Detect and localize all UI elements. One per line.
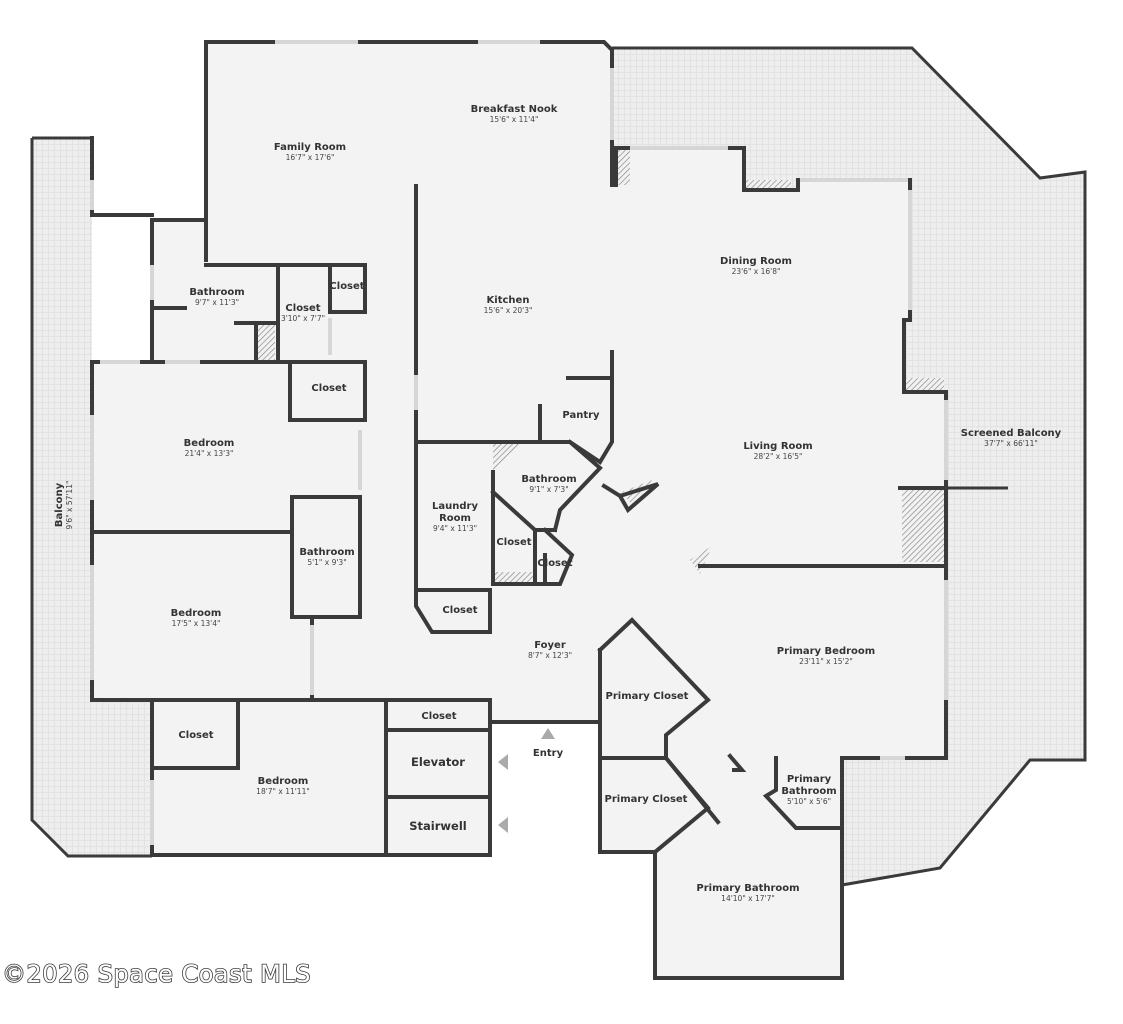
breakfast-nook-dims: 15'6" x 11'4" <box>490 115 539 124</box>
bedroom-2-label: Bedroom <box>171 608 222 619</box>
elevator-arrow-icon <box>498 754 508 770</box>
bedroom-1-dims: 21'4" x 13'3" <box>185 449 234 458</box>
laundry-room-dims: 9'4" x 11'3" <box>433 524 477 533</box>
hatch-fixture <box>493 444 520 472</box>
interior-floor <box>92 42 946 978</box>
laundry-room-label: Laundry <box>432 501 478 512</box>
kitchen-label: Kitchen <box>487 295 530 306</box>
primary-bathroom-small-dims: 5'10" x 5'6" <box>787 797 831 806</box>
primary-bedroom-label: Primary Bedroom <box>777 646 875 657</box>
closet-label: Closet <box>421 711 456 722</box>
stairwell-arrow-icon <box>498 817 508 833</box>
elevator-label: Elevator <box>411 755 465 769</box>
screened-balcony-label: Screened Balcony <box>961 428 1062 439</box>
screened-balcony-dims: 37'7" x 66'11" <box>984 439 1038 448</box>
primary-bathroom-small-label: Primary <box>787 774 832 785</box>
closet-label: Closet <box>178 730 213 741</box>
bathroom-1-dims: 9'7" x 11'3" <box>195 298 239 307</box>
stairwell-label: Stairwell <box>409 819 466 833</box>
closet-label: Closet <box>329 281 364 292</box>
hatch-fixture <box>906 378 944 390</box>
room-labels: Breakfast Nook 15'6" x 11'4" Family Room… <box>54 104 1062 903</box>
dining-room-label: Dining Room <box>720 256 792 267</box>
entry-arrow-icon <box>541 728 555 739</box>
primary-bathroom-label: Primary Bathroom <box>696 883 799 894</box>
family-room-dims: 16'7" x 17'6" <box>286 153 335 162</box>
living-room-label: Living Room <box>743 441 812 452</box>
dining-room-dims: 23'6" x 16'8" <box>732 267 781 276</box>
bathroom-3-label: Bathroom <box>299 547 354 558</box>
bedroom-2-dims: 17'5" x 13'4" <box>172 619 221 628</box>
balcony-label: Balcony <box>54 482 65 527</box>
balcony-dims: 9'6" x 57'11" <box>65 481 74 530</box>
primary-bedroom-dims: 23'11" x 15'2" <box>799 657 853 666</box>
bathroom-1-label: Bathroom <box>189 287 244 298</box>
hatch-fixture <box>746 180 791 190</box>
screened-balcony-area <box>612 48 1085 885</box>
living-room-dims: 28'2" x 16'5" <box>754 452 803 461</box>
primary-bathroom-small-label: Bathroom <box>781 786 836 797</box>
bedroom-3-label: Bedroom <box>258 776 309 787</box>
bathroom-3-dims: 5'1" x 9'3" <box>307 558 346 567</box>
bathroom-2-label: Bathroom <box>521 474 576 485</box>
closet-small-label: Closet <box>285 303 320 314</box>
hatch-fixture <box>616 150 630 185</box>
left-balcony-strip <box>32 138 92 700</box>
primary-closet-1-label: Primary Closet <box>606 691 689 702</box>
hatch-fixture <box>493 572 533 584</box>
hatch-fixture <box>690 546 712 574</box>
copyright-watermark: ©2026 Space Coast MLS <box>1 959 311 989</box>
primary-bathroom-dims: 14'10" x 17'7" <box>721 894 775 903</box>
kitchen-dims: 15'6" x 20'3" <box>484 306 533 315</box>
family-room-label: Family Room <box>274 142 346 153</box>
closet-label: Closet <box>496 537 531 548</box>
windows <box>90 40 948 845</box>
pantry-label: Pantry <box>562 410 600 421</box>
closet-label: Closet <box>442 605 477 616</box>
foyer-dims: 8'7" x 12'3" <box>528 651 572 660</box>
bedroom-3-dims: 18'7" x 11'11" <box>256 787 310 796</box>
closet-label: Closet <box>537 558 572 569</box>
bathroom-2-dims: 9'1" x 7'3" <box>529 485 568 494</box>
closet-label: Closet <box>311 383 346 394</box>
entry-label: Entry <box>533 748 564 759</box>
hatch-fixture <box>258 323 275 360</box>
laundry-room-label: Room <box>439 513 471 524</box>
primary-closet-2-label: Primary Closet <box>605 794 688 805</box>
bedroom-1-label: Bedroom <box>184 438 235 449</box>
left-balcony-corner <box>32 700 152 856</box>
foyer-label: Foyer <box>534 640 566 651</box>
hatch-fixture <box>902 490 944 562</box>
closet-small-dims: 3'10" x 7'7" <box>281 314 325 323</box>
breakfast-nook-label: Breakfast Nook <box>471 104 558 115</box>
